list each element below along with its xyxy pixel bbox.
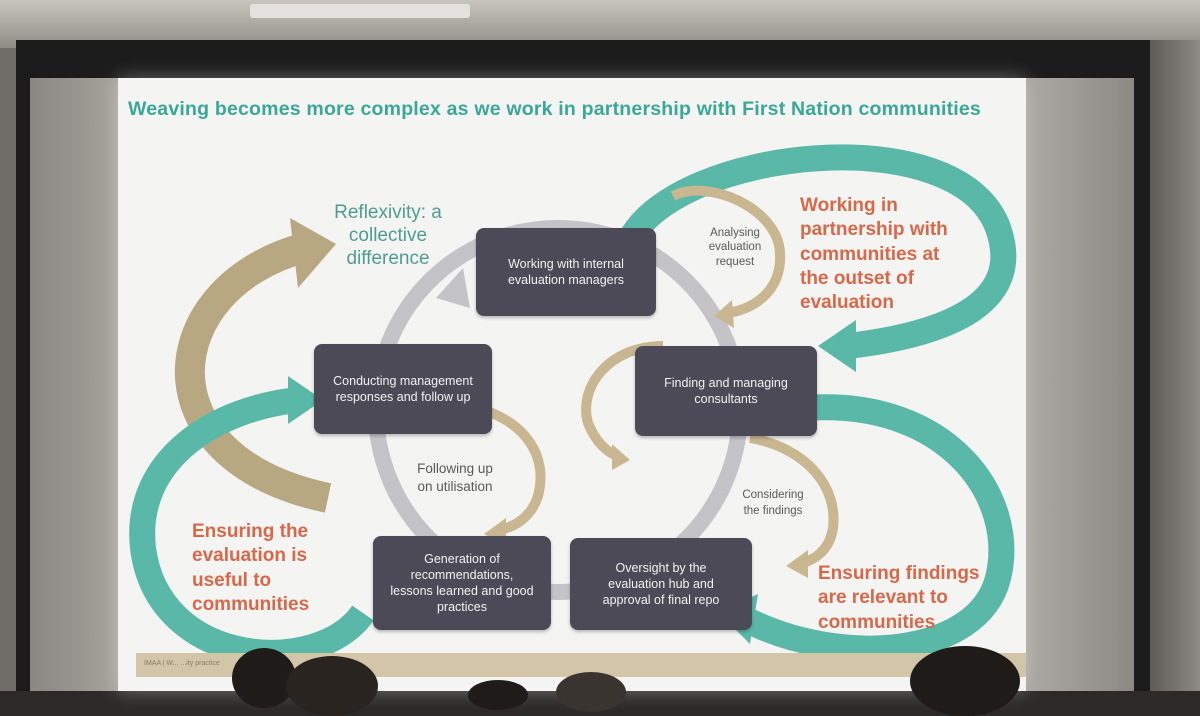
label-line: evaluation <box>800 292 894 314</box>
considering-arrow <box>749 433 839 568</box>
box-line: recommendations, <box>410 567 514 582</box>
reflexivity-line: collective <box>348 224 428 246</box>
following-arrow <box>476 403 546 535</box>
considering-arrowhead <box>786 550 808 578</box>
box-consultants: Finding and managing consultants <box>635 346 817 436</box>
reflexivity-arrowhead <box>290 218 336 288</box>
label-line: are relevant to <box>818 587 948 609</box>
slide-footer-text: IMAA | W... ...ity practice <box>144 660 220 667</box>
reflexivity-line: difference <box>346 247 430 269</box>
label-line: Analysing <box>710 227 760 239</box>
ceiling-light-fixture <box>250 4 470 18</box>
label-line: request <box>715 255 755 268</box>
label-line: Following up <box>417 461 493 476</box>
label-line: Ensuring the <box>192 521 309 542</box>
box-management-responses: Conducting management responses and foll… <box>314 344 492 434</box>
following-label: Following up on utilisation <box>400 460 510 495</box>
box-line: evaluation managers <box>507 273 625 287</box>
box-oversight: Oversight by the evaluation hub and appr… <box>570 538 752 630</box>
label-line: communities <box>818 611 936 633</box>
label-line: the outset of <box>800 267 914 289</box>
findings-relevant-label: Ensuring findings are relevant to commun… <box>818 562 1018 635</box>
label-line: evaluation <box>708 241 762 254</box>
audience-head <box>910 646 1020 716</box>
reflexivity-arrow <box>175 233 332 513</box>
label-line: Working in <box>800 195 898 216</box>
audience-head <box>468 680 528 710</box>
findings-relevant-arrow <box>736 394 1015 662</box>
box-line: Conducting management <box>333 373 473 388</box>
consultants-arrow <box>581 341 664 461</box>
box-recommendations: Generation of recommendations, lessons l… <box>373 536 551 630</box>
consultants-arrowhead <box>612 444 630 470</box>
partnership-arrowhead <box>818 320 856 372</box>
box-line: lessons learned and good <box>390 584 534 598</box>
label-line: Ensuring findings <box>818 563 980 584</box>
label-line: Considering <box>742 489 804 501</box>
box-line: Generation of <box>424 551 500 566</box>
box-line: consultants <box>694 392 758 406</box>
useful-to-communities-arrowhead <box>288 376 323 424</box>
analysing-arrow <box>670 185 786 318</box>
box-line: practices <box>436 600 487 615</box>
box-line: evaluation hub and <box>608 576 714 591</box>
label-line: evaluation is <box>192 545 308 567</box>
wall-right <box>1150 40 1200 691</box>
label-line: useful to <box>192 569 272 591</box>
label-line: partnership with <box>800 219 948 241</box>
slide-title: Weaving becomes more complex as we work … <box>128 98 981 120</box>
label-line: on utilisation <box>417 478 493 494</box>
analysing-arrowhead <box>714 300 734 328</box>
central-cycle-arrowhead <box>436 268 470 308</box>
considering-label: Considering the findings <box>728 488 818 519</box>
box-line: Oversight by the <box>615 560 707 575</box>
projected-slide: Weaving becomes more complex as we work … <box>118 78 1026 691</box>
wall-left <box>0 48 16 691</box>
partnership-label: Working in partnership with communities … <box>800 194 990 316</box>
label-line: communities <box>192 593 310 615</box>
label-line: the findings <box>743 504 803 517</box>
box-internal-managers: Working with internal evaluation manager… <box>476 228 656 316</box>
box-line: approval of final repo <box>602 593 720 608</box>
label-line: communities at <box>800 243 940 265</box>
useful-to-communities-arrow <box>129 387 374 666</box>
box-line: responses and follow up <box>335 390 471 404</box>
box-line: Working with internal <box>508 256 624 271</box>
partnership-arrow <box>618 144 1017 359</box>
reflexivity-label: Reflexivity: a collective difference <box>318 202 458 270</box>
analysing-label: Analysing evaluation request <box>690 226 780 269</box>
box-line: Finding and managing <box>664 375 788 390</box>
useful-to-communities-label: Ensuring the evaluation is useful to com… <box>192 520 342 617</box>
audience-head <box>286 656 378 716</box>
audience-head <box>556 672 626 712</box>
reflexivity-line: Reflexivity: a <box>334 202 442 223</box>
